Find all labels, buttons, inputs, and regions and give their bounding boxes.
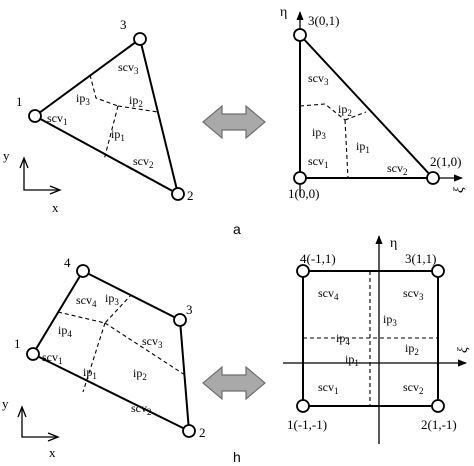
- ip3-label: ip3: [76, 91, 90, 107]
- quad-physical-element: 4 1 3 2 scv4 scv3 scv1 scv2 ip4 ip3 ip1 …: [2, 255, 206, 460]
- quad-node-label-4: 4: [64, 255, 71, 270]
- mapping-double-arrow-icon: [202, 104, 266, 140]
- quad-ip2-label: ip2: [133, 366, 147, 382]
- node-label-3: 3: [120, 17, 127, 32]
- ref-square-node-label-3: 3(1,1): [405, 251, 436, 266]
- ref-node-label-3: 3(0,1): [308, 13, 339, 28]
- mapping-double-arrow-icon-2: [202, 365, 266, 401]
- triangle-dash-scv3: [89, 74, 119, 107]
- quad-dash-left: [82, 322, 106, 393]
- ref-dash-ip2: [344, 111, 367, 121]
- quad-xy-axes: [21, 409, 56, 438]
- node-label-1: 1: [16, 94, 23, 109]
- ref-square-node-2: [431, 399, 445, 413]
- node-label-2: 2: [187, 188, 194, 203]
- ref-node-label-2: 2(1,0): [430, 154, 461, 169]
- quad-scv2-label: scv2: [131, 401, 152, 417]
- quad-node-label-3: 3: [186, 302, 193, 317]
- triangle-node-1: [28, 109, 42, 123]
- ref-square-node-1: [296, 399, 310, 413]
- quad-axis-xi-label: ξ: [456, 347, 471, 353]
- ref-ip3-label: ip3: [312, 125, 326, 141]
- y-arrow-icon: [19, 156, 29, 169]
- ref-triangle-node-3: [293, 28, 307, 42]
- axis-xi-label: ξ: [452, 187, 467, 193]
- ref-triangle-edges: [299, 32, 436, 179]
- ref-triangle-node-2: [426, 171, 440, 185]
- quad-y-arrow-icon: [17, 405, 27, 418]
- ref-square-ip2-label: ip2: [405, 341, 419, 357]
- x-arrow-icon: [49, 185, 62, 195]
- ref-square-scv2-label: scv2: [403, 380, 424, 396]
- triangle-node-2: [171, 187, 185, 201]
- quad-axis-y-label: y: [2, 396, 9, 411]
- ref-dash-scv3: [299, 103, 346, 121]
- ref-scv3-label: scv3: [308, 71, 329, 87]
- quad-dash-top: [57, 294, 132, 324]
- quad-ip4-label: ip4: [58, 323, 72, 339]
- ref-dash-ip1: [344, 119, 349, 179]
- ref-square-node-label-2: 2(1,-1): [421, 417, 457, 432]
- quad-node-label-2: 2: [199, 425, 206, 440]
- axis-eta-label: η: [280, 5, 287, 20]
- quad-scv4-label: scv4: [76, 293, 97, 309]
- triangle-physical-element: 1 3 2 scv1 scv3 scv2 ip3 ip2 ip1 y x: [3, 17, 194, 215]
- ref-square-scv1-label: scv1: [318, 380, 339, 396]
- quad-x-arrow-icon: [47, 432, 60, 442]
- quad-ip1-label: ip1: [83, 365, 97, 381]
- ref-scv1-label: scv1: [308, 154, 329, 170]
- caption-top: a: [233, 221, 241, 237]
- quad-node-2: [182, 424, 196, 438]
- ref-square-node-3: [431, 264, 445, 278]
- quad-node-label-1: 1: [14, 336, 21, 351]
- ref-square-scv4-label: scv4: [318, 286, 339, 302]
- triangle-reference-element: η ξ 3(0,1) 1(0,0) 2(1,0) scv3 scv1 scv2 …: [280, 5, 467, 201]
- caption-bottom: h: [233, 449, 241, 465]
- ref-node-label-1: 1(0,0): [288, 186, 319, 201]
- axis-y-label: y: [3, 148, 10, 163]
- ref-square-scv3-label: scv3: [403, 286, 424, 302]
- quad-node-4: [76, 264, 90, 278]
- scv1-label: scv1: [47, 111, 68, 127]
- quad-axis-eta-label: η: [390, 236, 397, 251]
- triangle-node-3: [133, 32, 147, 46]
- ref-triangle-node-1: [293, 171, 307, 185]
- quad-axis-x-label: x: [49, 445, 56, 460]
- scv2-label: scv2: [133, 154, 154, 170]
- ip2-label: ip2: [129, 93, 143, 109]
- quad-node-3: [173, 313, 187, 327]
- quad-node-1: [26, 347, 40, 361]
- ref-square-node-4: [296, 264, 310, 278]
- quad-scv1-label: scv1: [42, 350, 63, 366]
- quad-dash-right: [104, 322, 186, 376]
- ref-square-ip1-label: ip1: [345, 352, 359, 368]
- ref-ip1-label: ip1: [356, 139, 370, 155]
- quad-scv3-label: scv3: [142, 334, 163, 350]
- xy-axes: [23, 160, 58, 191]
- ref-square-node-label-4: 4(-1,1): [300, 251, 336, 266]
- ref-ip2-label: ip2: [338, 102, 352, 118]
- quad-ip3-label: ip3: [105, 291, 119, 307]
- ref-square-ip3-label: ip3: [383, 312, 397, 328]
- triangle-edges: [33, 37, 180, 196]
- triangle-dash-ip1: [103, 105, 119, 161]
- axis-x-label: x: [52, 200, 59, 215]
- ref-square-ip4-label: ip4: [336, 331, 350, 347]
- ref-scv2-label: scv2: [387, 161, 408, 177]
- scv3-label: scv3: [118, 60, 139, 76]
- ref-square-node-label-1: 1(-1,-1): [287, 417, 327, 432]
- quad-reference-element: η ξ 4(-1,1) 3(1,1) 1(-1,-1) 2(1,-1) scv4…: [283, 235, 471, 444]
- ip1-label: ip1: [111, 127, 125, 143]
